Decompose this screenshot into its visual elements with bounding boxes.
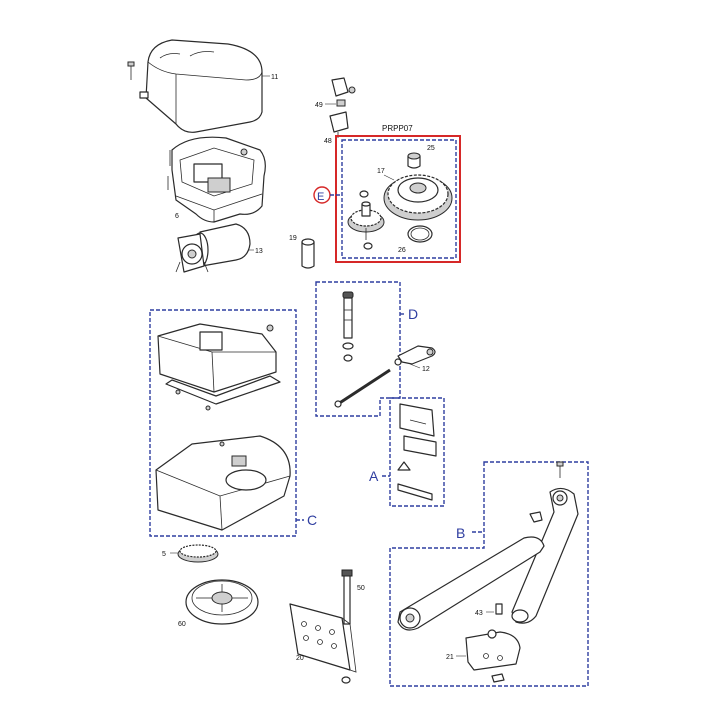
shaft-assembly	[334, 291, 391, 408]
part-label-20: 20	[296, 655, 304, 662]
part-26-ring: 26	[398, 225, 433, 254]
housing-upper	[157, 323, 281, 411]
part-label-26: 26	[398, 247, 406, 254]
part-20-plate: 20	[289, 603, 357, 684]
release-plate-assembly	[397, 403, 437, 501]
part-label-11: 11	[271, 74, 278, 81]
part-label-49: 49	[315, 102, 323, 109]
part-label-12: 12	[422, 366, 430, 373]
group-label-c: C	[307, 512, 317, 528]
group-box-a	[389, 397, 445, 507]
part-21-bracket: 21	[446, 629, 521, 683]
group-box-b	[389, 461, 589, 687]
group-box-d	[315, 281, 401, 417]
part-label-50: 50	[357, 585, 365, 592]
part-label-43: 43	[475, 610, 483, 617]
part-6-base: 6	[167, 136, 266, 223]
screw-top	[127, 61, 135, 80]
group-label-e: E	[317, 191, 324, 203]
part-5-gear: 5	[162, 544, 219, 563]
group-box-c	[149, 309, 297, 537]
part-label-5: 5	[162, 551, 166, 558]
part-17-large-gear: 17	[377, 168, 453, 221]
part-13-motor: 13	[175, 223, 263, 273]
group-label-b: B	[456, 525, 465, 541]
part-label-19: 19	[289, 235, 297, 242]
kit-code-label: PRPP07	[382, 124, 413, 133]
part-50-bolt: 50	[341, 569, 365, 625]
part-label-48: 48	[324, 138, 332, 145]
part-label-25: 25	[427, 145, 435, 152]
group-box-e	[341, 139, 457, 259]
part-label-13: 13	[255, 248, 263, 255]
part-19-spacer: 19	[289, 235, 315, 269]
housing-lower	[155, 435, 291, 531]
pinion-gear	[347, 190, 385, 250]
part-25-bushing: 25	[407, 145, 435, 169]
part-12-lever: 12	[394, 345, 436, 373]
part-label-6: 6	[175, 213, 179, 220]
group-label-a: A	[369, 468, 379, 484]
part-48-connector: 48	[324, 111, 349, 145]
part-60-wheel: 60	[178, 579, 259, 628]
part-label-17: 17	[377, 168, 385, 175]
group-label-d: D	[408, 306, 418, 322]
part-label-60: 60	[178, 621, 186, 628]
arm-assembly: 43	[397, 461, 579, 631]
part-label-21: 21	[446, 654, 454, 661]
part-49-connector: 49	[315, 77, 356, 109]
part-11-cover: 11	[139, 39, 278, 133]
highlight-box-kit	[335, 135, 461, 263]
